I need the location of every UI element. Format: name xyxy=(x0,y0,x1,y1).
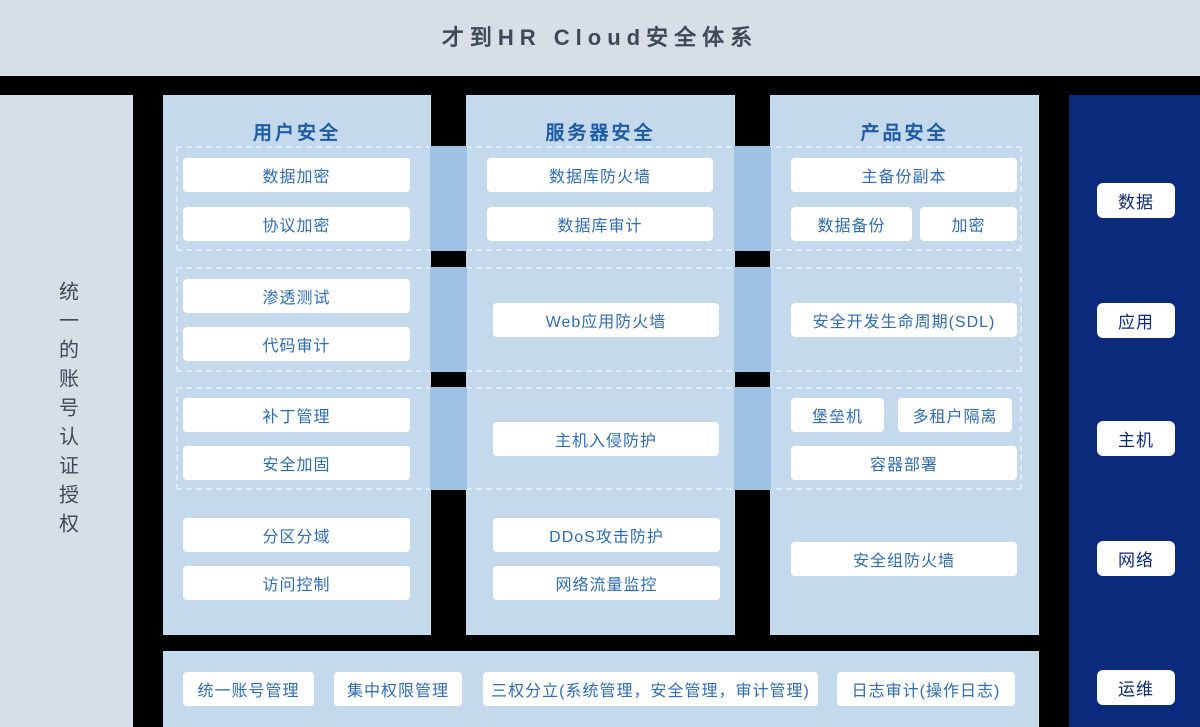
column-product-security-header: 产品安全 xyxy=(860,123,949,144)
bridge-row1-right xyxy=(734,146,771,251)
left-sidebar-label: 统一的账号认证授权 xyxy=(55,280,78,542)
box-database-audit: 数据库审计 xyxy=(487,207,713,241)
box-code-audit: 代码审计 xyxy=(183,327,410,361)
bridge-row2-right xyxy=(734,267,771,372)
box-protocol-encryption: 协议加密 xyxy=(183,207,410,241)
box-patch-management: 补丁管理 xyxy=(183,398,410,432)
row-frame-application xyxy=(176,267,1022,372)
row-frame-data xyxy=(176,146,1022,251)
box-encryption: 加密 xyxy=(920,207,1017,241)
chip-host: 主机 xyxy=(1097,421,1175,456)
box-primary-backup-replica: 主备份副本 xyxy=(791,158,1017,192)
column-server-security-header: 服务器安全 xyxy=(545,123,656,144)
box-data-encryption: 数据加密 xyxy=(183,158,410,192)
box-security-group-firewall: 安全组防火墙 xyxy=(791,542,1017,576)
box-database-firewall: 数据库防火墙 xyxy=(487,158,713,192)
page-title: 才到HR Cloud安全体系 xyxy=(441,25,759,50)
chip-network: 网络 xyxy=(1097,541,1175,576)
box-network-traffic-monitoring: 网络流量监控 xyxy=(493,566,720,600)
bridge-row3-left xyxy=(430,387,467,490)
chip-operations: 运维 xyxy=(1097,670,1175,705)
box-access-control: 访问控制 xyxy=(183,566,410,600)
box-unified-account-management: 统一账号管理 xyxy=(183,672,314,706)
left-sidebar: 统一的账号认证授权 xyxy=(0,95,133,727)
box-penetration-test: 渗透测试 xyxy=(183,279,410,313)
chip-application: 应用 xyxy=(1097,303,1175,338)
bridge-row1-left xyxy=(430,146,467,251)
box-log-audit: 日志审计(操作日志) xyxy=(837,672,1015,706)
box-web-application-firewall: Web应用防火墙 xyxy=(493,303,719,337)
box-bastion-host: 堡垒机 xyxy=(791,398,884,432)
title-bar: 才到HR Cloud安全体系 xyxy=(0,0,1200,76)
box-host-intrusion-protection: 主机入侵防护 xyxy=(493,422,719,456)
bridge-row3-right xyxy=(734,387,771,490)
box-security-hardening: 安全加固 xyxy=(183,446,410,480)
box-partition-zoning: 分区分域 xyxy=(183,518,410,552)
box-container-deployment: 容器部署 xyxy=(791,446,1017,480)
box-sdl: 安全开发生命周期(SDL) xyxy=(791,303,1017,337)
box-centralized-permission-management: 集中权限管理 xyxy=(334,672,462,706)
chip-data: 数据 xyxy=(1097,183,1175,218)
row-frame-host xyxy=(176,387,1022,490)
box-ddos-protection: DDoS攻击防护 xyxy=(493,518,720,552)
column-user-security-header: 用户安全 xyxy=(252,123,341,144)
box-data-backup: 数据备份 xyxy=(791,207,912,241)
box-separation-of-three-powers: 三权分立(系统管理，安全管理，审计管理) xyxy=(483,672,818,706)
bridge-row2-left xyxy=(430,267,467,372)
box-multi-tenant-isolation: 多租户隔离 xyxy=(898,398,1012,432)
